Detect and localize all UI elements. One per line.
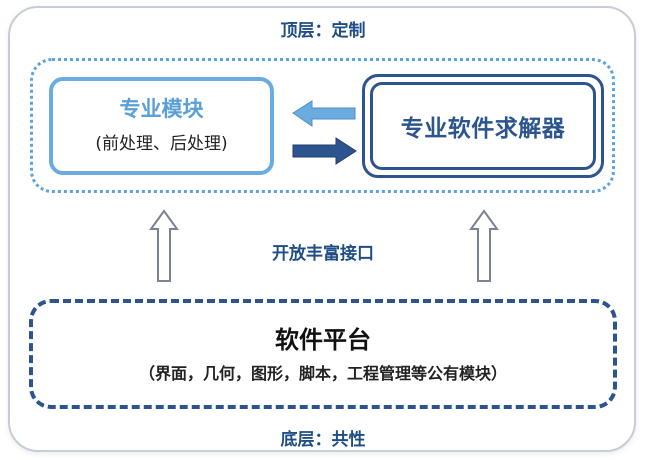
solver-box: 专业软件求解器	[362, 74, 604, 178]
top-layer-label: 顶层：定制	[280, 21, 366, 41]
platform-box	[29, 299, 617, 409]
top-layer-zone	[30, 58, 615, 193]
up-arrow-right-icon	[469, 209, 499, 282]
bottom-layer-label: 底层：共性	[280, 430, 366, 450]
module-subtitle: (前处理、后处理)	[95, 134, 228, 154]
platform-subtitle: （界面，几何，图形，脚本，工程管理等公有模块）	[138, 364, 507, 383]
module-title: 专业模块	[119, 97, 204, 121]
solver-inner-border: 专业软件求解器	[370, 82, 596, 170]
up-arrow-left-icon	[149, 209, 179, 282]
interface-label: 开放丰富接口	[272, 244, 374, 264]
platform-title: 软件平台	[275, 326, 371, 354]
arrow-left-icon	[292, 100, 356, 127]
solver-title: 专业软件求解器	[400, 116, 566, 142]
module-box: 专业模块 (前处理、后处理)	[49, 77, 274, 175]
arrow-right-icon	[292, 137, 357, 165]
